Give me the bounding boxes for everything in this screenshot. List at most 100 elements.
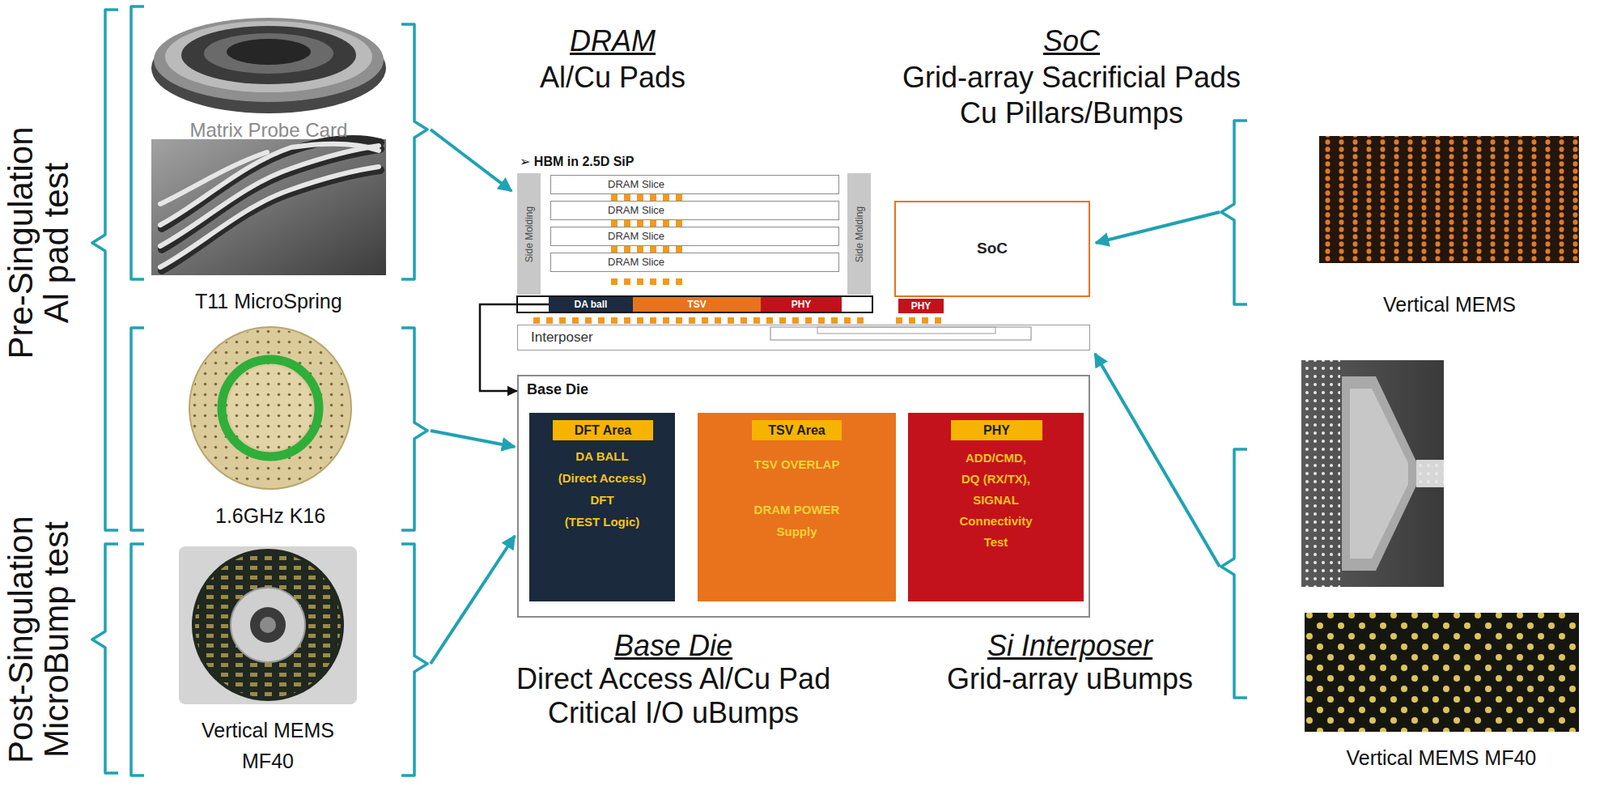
pad-type: Direct Access Al/Cu Pad [516,661,831,697]
bracket [1221,449,1248,698]
soc-die: SoC [894,200,1091,298]
card-face [153,17,384,102]
pointer-arrow [430,535,515,664]
brackets [92,6,1248,776]
box-text: Side Molding [517,173,541,295]
box-text: DFT Area [574,422,633,438]
box-text: DQ (RX/TX), [915,468,1078,490]
pointer-arrow [430,129,512,191]
card-core [226,38,311,65]
box-text: PHY [911,300,932,312]
tsv-bumps [608,246,687,253]
bracket [401,24,428,280]
photo-ground [1319,135,1579,264]
area-header: TSV Area [751,420,842,441]
stiffener [230,587,306,663]
bracket [401,327,428,531]
base-die: Base DieDA BALL(Direct Access)DFT(TEST L… [517,374,1091,618]
dram-slice: DRAM Slice [550,252,840,272]
interposer-wire [817,326,996,334]
box-text: DRAM POWER Supply [746,498,848,543]
interposer-bridge [770,326,1032,340]
box-text: DRAM Slice [607,203,665,217]
area-header: PHY [950,420,1043,441]
card-ring [165,21,373,93]
section-heading: Base Die [614,628,733,663]
bracket [131,543,145,776]
box-text: DRAM Slice [607,229,665,243]
pad-type: Critical I/O uBumps [547,695,799,730]
dram-slice: DRAM Slice [550,174,840,195]
pointer-arrow [1094,353,1220,567]
side-molding: Side Molding [517,173,541,295]
box-text: DRAM Slice [607,178,665,191]
box-text: SIGNAL Connectivity Test [953,489,1039,553]
box-text: SoC [976,239,1008,259]
pointer-arrows [430,129,1220,664]
interposer: Interposer [517,324,1091,351]
phy-block: PHY [760,297,842,312]
bracket [92,9,119,531]
box-text: Side Molding [847,173,871,295]
pointer-arrow [1095,212,1220,243]
pcb-components [195,551,341,698]
tsv-area-panel: TSV OVERLAP DRAM POWER Supply TSV Area [697,412,896,602]
box-text: PHY [791,298,812,310]
sem-background [1301,360,1444,587]
sem-background [151,139,387,276]
dram-slice: DRAM Slice [550,200,840,221]
bracket [1221,120,1248,305]
pad-type: Grid-array uBumps [946,661,1193,697]
k16-probe-card [189,326,352,489]
fan-out-inner [1349,388,1409,559]
side-molding: Side Molding [847,173,871,295]
spring-shadows [161,139,381,271]
box-text: ADD/CMD, [915,447,1078,469]
box-text: TSV Area [768,422,826,438]
probe-card-photo [151,17,387,114]
da-ball-block: DA ball [548,297,633,312]
box-text: TSV [687,298,706,310]
box-text: PHY [983,422,1011,438]
channel-bumps [1416,459,1444,488]
box-text: (TEST Logic) [533,510,671,533]
box-text: DFT [533,488,671,511]
box-text: TSV OVERLAP [716,453,879,476]
package-title: ➢ HBM in 2.5D SiP [519,153,634,170]
pad-type: Al/Cu Pads [539,59,686,95]
spring-contacts [160,144,379,268]
phy-area-panel: ADD/CMD,DQ (RX/TX),SIGNAL Connectivity T… [908,412,1084,602]
probe-tips [1319,135,1579,264]
microspring-photo [151,139,387,276]
box-text: DA ball [574,298,608,310]
probe-array [259,616,276,633]
box-text: Base Die [526,379,589,399]
photo-caption: Matrix Probe Card [190,118,349,142]
card-disk [189,326,352,489]
bump-array [1301,360,1341,587]
photo-caption: T11 MicroSpring [195,288,343,314]
tsv-block: TSV [632,297,761,312]
stage-label: Post-Singulation MicroBump test [3,509,75,769]
photo-ground [178,546,357,705]
pad-type: Grid-array Sacrificial Pads [902,59,1241,95]
mf40-photo-right [1304,612,1579,732]
center-area [228,365,313,450]
box-text: (Direct Access) [533,466,671,489]
vertical-mems-photo [1319,135,1579,264]
micro-bumps [530,317,868,324]
pcb [191,548,344,701]
probe-head [250,606,286,643]
card-stiffener [181,25,357,85]
base-layer-outline [517,296,873,313]
photo-caption: Vertical MEMS MF40 [1346,745,1537,770]
photo-caption: Vertical MEMS [1383,292,1516,317]
bracket [131,6,145,280]
pointer-arrow [430,430,515,447]
center-holes [228,365,313,450]
card-rim [151,22,387,114]
box-text: DRAM Slice [607,255,665,269]
tsv-bumps [608,278,687,285]
dram-slice: DRAM Slice [550,226,840,247]
box-text: Interposer [530,329,594,346]
